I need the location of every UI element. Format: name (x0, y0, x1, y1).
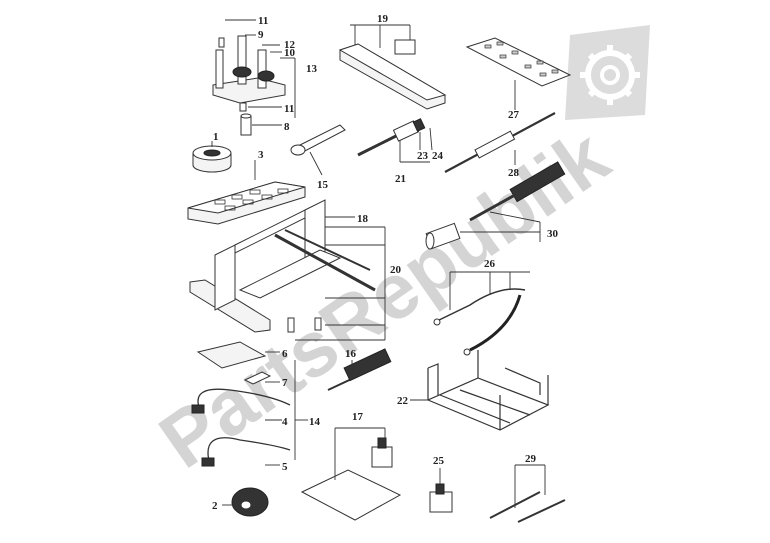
part-27-gauge-plate (465, 37, 572, 110)
part-14-wiring-set (191, 341, 308, 467)
part-15-wrench (290, 124, 346, 176)
callout-6: 6 (282, 348, 288, 360)
callout-16: 16 (345, 348, 357, 360)
part-13-pin-block (212, 35, 286, 136)
callout-18: 18 (357, 213, 369, 225)
callout-26: 26 (484, 258, 496, 270)
part-21-puller (357, 118, 433, 163)
callout-9: 9 (258, 29, 264, 41)
part-2-gear (222, 487, 269, 517)
part-26-cable (433, 271, 530, 356)
part-19-frame-bar (338, 24, 447, 110)
callout-22: 22 (397, 395, 409, 407)
callout-3: 3 (258, 149, 264, 161)
callout-1: 1 (213, 131, 219, 143)
callout-2: 2 (212, 500, 218, 512)
part-13-leader-lines (225, 19, 296, 126)
callout-25: 25 (433, 455, 445, 467)
callout-4: 4 (282, 416, 288, 428)
callout-8: 8 (284, 121, 290, 133)
callout-20: 20 (390, 264, 402, 276)
part-3-plate (187, 160, 306, 225)
callout-19: 19 (377, 13, 389, 25)
callout-14: 14 (309, 416, 321, 428)
part-17-base-plate (300, 427, 402, 521)
callout-11-top: 11 (258, 15, 268, 27)
part-30-drift (425, 161, 566, 250)
part-16-handle (327, 348, 392, 391)
callout-12: 12 (284, 39, 296, 51)
callout-11-bottom: 11 (284, 103, 294, 115)
callout-13: 13 (306, 63, 318, 75)
callout-10: 10 (284, 47, 296, 59)
callout-17: 17 (352, 411, 364, 423)
part-1-cup (192, 141, 232, 173)
callout-24: 24 (432, 150, 444, 162)
part-28-rod (444, 112, 556, 173)
callout-29: 29 (525, 453, 537, 465)
part-25-clamp (429, 468, 453, 513)
callout-15: 15 (317, 179, 329, 191)
part-29-pins (489, 464, 566, 523)
callout-21: 21 (395, 173, 406, 185)
callout-30: 30 (547, 228, 559, 240)
part-18-20-stand (189, 199, 386, 341)
callout-27: 27 (508, 109, 520, 121)
callout-5: 5 (282, 461, 288, 473)
callout-7: 7 (282, 377, 288, 389)
gear-icon (565, 25, 650, 120)
callout-23: 23 (417, 150, 429, 162)
part-22-frame-stand (410, 350, 550, 431)
callout-28: 28 (508, 167, 520, 179)
callout-labels: 1 2 3 4 5 6 7 8 9 10 11 11 12 13 14 15 1… (212, 13, 559, 512)
